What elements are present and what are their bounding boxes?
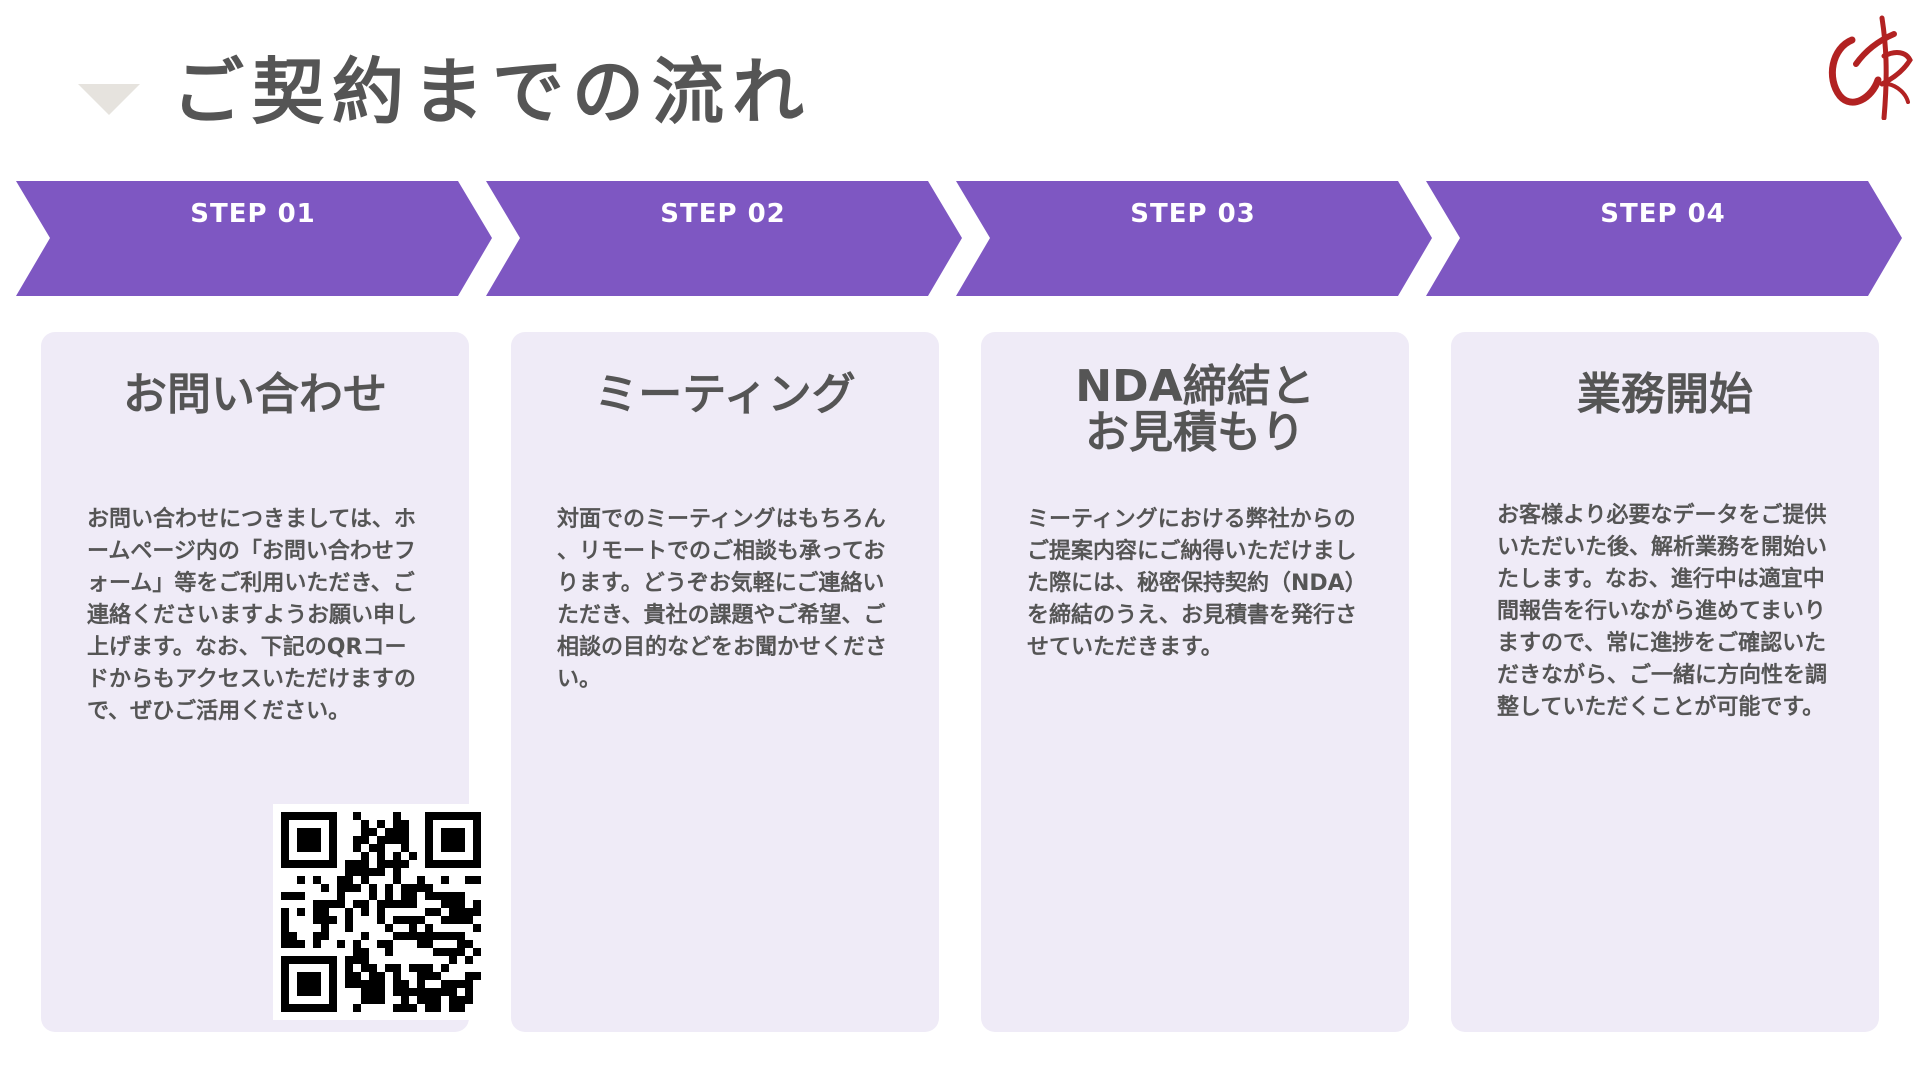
step-body-1: お問い合わせにつきましては、ホームページ内の「お問い合わせフォーム」等をご利用い… xyxy=(87,507,418,724)
step-body-2: 対面でのミーティングはもちろん、リモートでのご相談も承っております。どうぞお気軽… xyxy=(557,507,888,692)
step-body-4: お客様より必要なデータをご提供いただいた後、解析業務を開始いたします。なお、進行… xyxy=(1497,503,1828,720)
step-label-2: STEP 02 xyxy=(660,199,786,229)
step-title-2: ミーティング xyxy=(594,369,856,420)
calligraphy-logo-icon xyxy=(1828,15,1913,120)
step-arrow-4 xyxy=(1426,181,1902,296)
step-card-1: お問い合わせ お問い合わせにつきましては、ホームページ内の「お問い合わせフォーム… xyxy=(41,332,489,1032)
step-title-4: 業務開始 xyxy=(1577,369,1753,420)
step-label-3: STEP 03 xyxy=(1130,199,1256,229)
page-title: ご契約までの流れ xyxy=(172,50,813,134)
step-label-1: STEP 01 xyxy=(190,199,316,229)
qr-code-icon[interactable] xyxy=(273,804,489,1020)
step-card-4: 業務開始 お客様より必要なデータをご提供いただいた後、解析業務を開始いたします。… xyxy=(1451,332,1879,1032)
step-label-4: STEP 04 xyxy=(1600,199,1726,229)
step-arrow-2 xyxy=(486,181,962,296)
step-card-2: ミーティング 対面でのミーティングはもちろん、リモートでのご相談も承っております… xyxy=(511,332,939,1032)
step-card-3: NDA締結と お見積もり ミーティングにおける弊社からのご提案内容にご納得いただ… xyxy=(981,332,1409,1032)
step-arrow-1 xyxy=(16,181,492,296)
step-arrow-3 xyxy=(956,181,1432,296)
title-marker-icon xyxy=(78,84,140,115)
step-title-3: NDA締結と お見積もり xyxy=(1075,361,1315,458)
step-body-3: ミーティングにおける弊社からのご提案内容にご納得いただけました際には、秘密保持契… xyxy=(1027,507,1367,660)
step-title-1: お問い合わせ xyxy=(123,369,387,420)
